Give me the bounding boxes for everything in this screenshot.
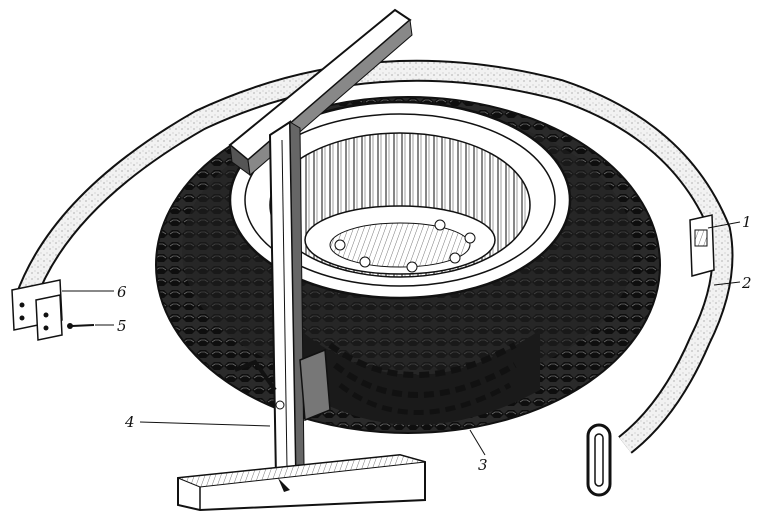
strap-band: [14, 59, 734, 454]
callout-4: 4: [124, 413, 135, 431]
support-post: [268, 120, 305, 480]
callout-6: 6: [117, 283, 127, 301]
strap-end-plate: [11, 279, 63, 341]
callout-1: 1: [742, 213, 752, 231]
rim-bolt-holes: [334, 219, 476, 273]
tyre-tread-front: [300, 330, 540, 425]
callout-labels: 1 2 3 4 5 6: [117, 213, 752, 474]
leader-2: [713, 281, 741, 286]
bolt: [67, 323, 95, 329]
leader-3: [469, 429, 486, 456]
leader-1: [707, 221, 741, 229]
base-block: [177, 453, 426, 512]
callout-5: 5: [117, 317, 127, 335]
leader-4: [139, 421, 271, 427]
callout-3: 3: [478, 456, 488, 474]
leader-lines: [62, 221, 741, 456]
callout-2: 2: [741, 274, 752, 292]
strap-bracket: [689, 214, 715, 277]
wheel-rim: [228, 100, 572, 300]
strap-buckle: [586, 423, 612, 497]
crank-lever: [234, 348, 331, 422]
